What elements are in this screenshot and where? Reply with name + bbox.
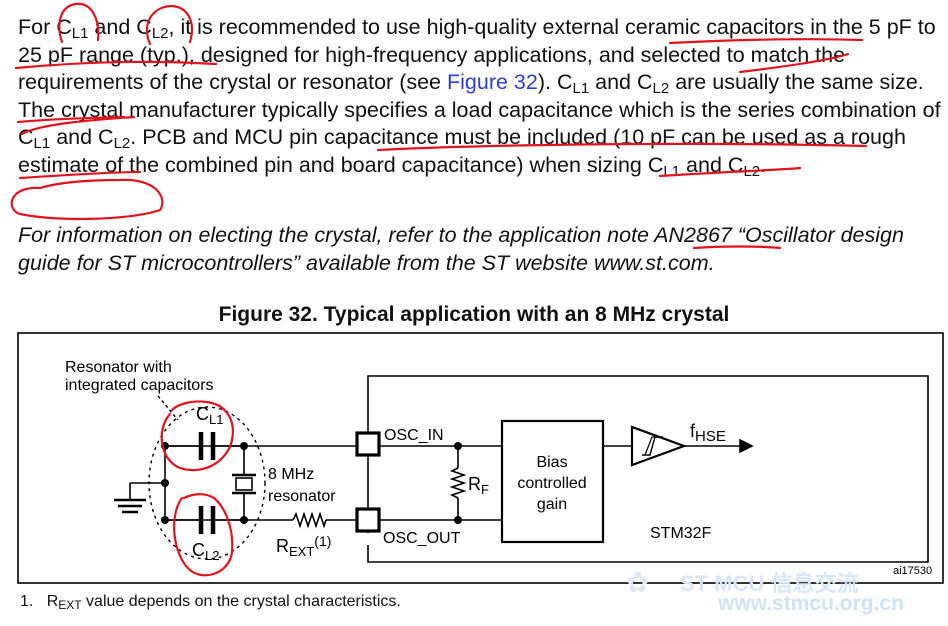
annotation-circle-cl2 (145, 4, 194, 46)
osc-out-pin (355, 507, 381, 533)
resonator-label-1: Resonator with (65, 359, 172, 376)
schmitt-buffer (630, 425, 688, 467)
cl1-label: CL1 (196, 404, 223, 427)
annotation-circle-diagram-cl2 (173, 493, 234, 577)
crystal-label-1: 8 MHz (268, 466, 314, 483)
figure-ref-code: ai17530 (893, 565, 932, 577)
footnote: 1. REXT value depends on the crystal cha… (20, 593, 401, 612)
bias-label-2: controlled (517, 475, 586, 492)
bias-label-3: gain (537, 496, 567, 513)
figure-32-link[interactable]: Figure 32 (447, 70, 538, 94)
rext-label: REXT(1) (276, 533, 331, 559)
annotation-circle-cl1 (58, 2, 100, 44)
annotation-circle-diagram-cl1 (160, 400, 234, 472)
watermark-line-2: www.stmcu.org.cn (718, 592, 904, 615)
chip-outline (367, 375, 929, 563)
rf-label: RF (468, 474, 489, 497)
paragraph-application-note: For information on electing the crystal,… (18, 223, 904, 275)
watermark-line-1: ST MCU 信息交流 (680, 571, 859, 596)
cl2-label: CL2 (192, 540, 219, 563)
resonator-label-2: integrated capacitors (65, 377, 214, 394)
bias-label-1: Bias (536, 454, 567, 471)
watermark: ✿ ST MCU 信息交流 www.stmcu.org.cn (620, 564, 945, 624)
annotation-underline-an2867 (692, 245, 782, 250)
osc-in-pin (355, 431, 381, 457)
chip-label: STM32F (650, 525, 712, 542)
red-annotations (10, 2, 868, 577)
annotation-underline-range (14, 60, 218, 70)
annotation-underline-ceramic (668, 38, 864, 45)
crystal-label-2: resonator (268, 488, 336, 505)
annotation-loop-cl (10, 178, 164, 221)
wechat-icon: ✿ (626, 567, 650, 598)
resonator-outline (148, 406, 266, 560)
osc-out-label: OSC_OUT (383, 530, 461, 547)
fhse-label: fHSE (690, 421, 726, 445)
osc-in-label: OSC_IN (384, 427, 444, 444)
bias-block (500, 419, 605, 544)
annotation-underline-pcb (376, 142, 868, 152)
figure-title: Figure 32. Typical application with an 8… (218, 303, 730, 326)
figure-frame (17, 332, 944, 584)
